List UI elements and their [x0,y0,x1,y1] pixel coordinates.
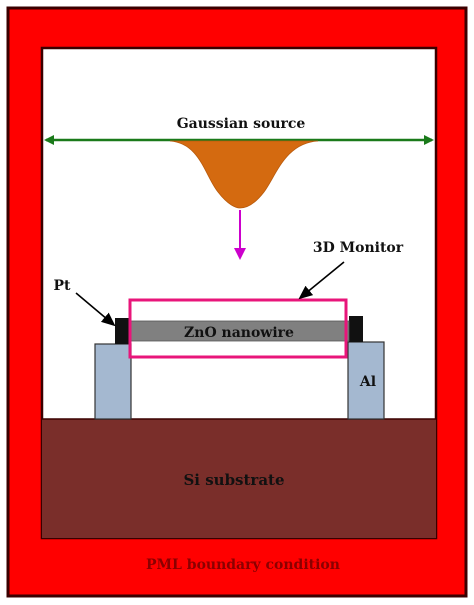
monitor-label: 3D Monitor [313,240,404,256]
monitor-box [128,298,348,359]
al-electrode-right [347,341,385,420]
pt-callout-arrow [75,292,116,327]
si-substrate [42,419,436,538]
pml-label: PML boundary condition [146,557,340,573]
monitor-callout-arrow [298,261,345,300]
pt-contact-right [349,316,363,342]
gaussian-source-label: Gaussian source [177,116,306,132]
pt-label: Pt [54,278,72,294]
gaussian-profile [169,140,319,209]
al-label: Al [359,374,376,390]
nanowire-label: ZnO nanowire [184,325,294,341]
pt-contact-left [115,318,129,344]
al-electrode-left [94,343,132,420]
substrate-label: Si substrate [183,471,284,489]
